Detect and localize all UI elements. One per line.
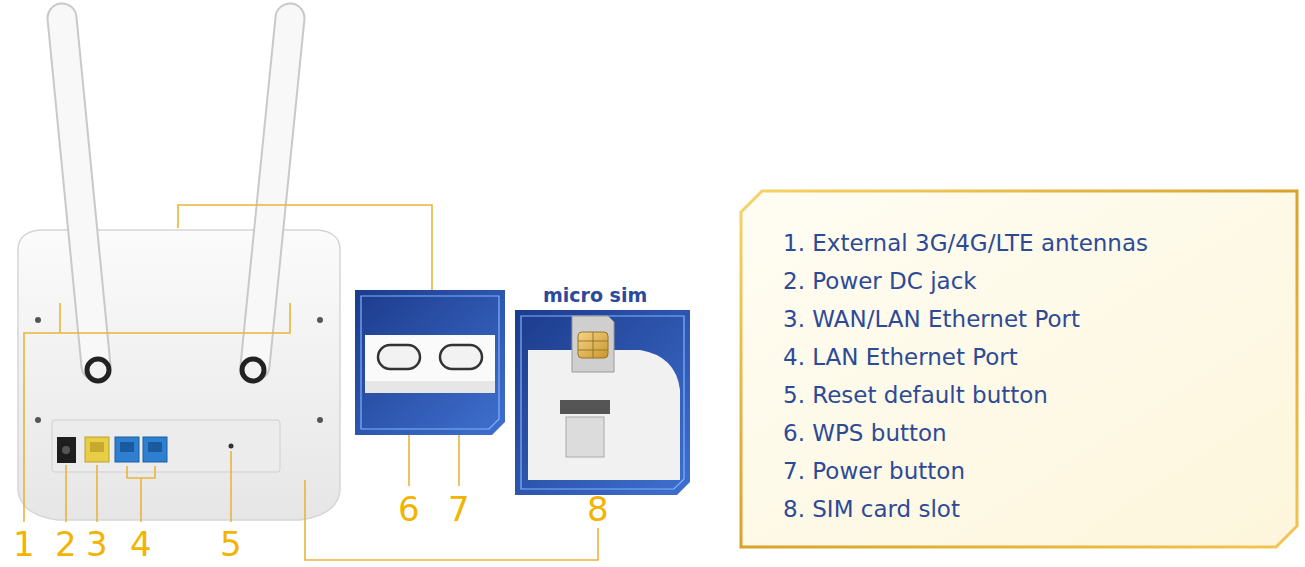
callout-number: 5 bbox=[220, 527, 242, 561]
sim-label: micro sim bbox=[543, 284, 647, 306]
legend-item: 7. Power button bbox=[783, 452, 1270, 490]
callout-number: 8 bbox=[587, 492, 609, 526]
legend-item: 3. WAN/LAN Ethernet Port bbox=[783, 300, 1270, 338]
callout-number: 6 bbox=[398, 492, 420, 526]
legend-panel: 1. External 3G/4G/LTE antennas2. Power D… bbox=[738, 188, 1300, 550]
callout-number: 3 bbox=[86, 527, 108, 561]
callout-number: 1 bbox=[13, 527, 35, 561]
legend-item: 4. LAN Ethernet Port bbox=[783, 338, 1270, 376]
legend-item: 1. External 3G/4G/LTE antennas bbox=[783, 224, 1270, 262]
legend-item: 6. WPS button bbox=[783, 414, 1270, 452]
legend-item: 5. Reset default button bbox=[783, 376, 1270, 414]
legend-item: 2. Power DC jack bbox=[783, 262, 1270, 300]
callout-number: 7 bbox=[448, 492, 470, 526]
callout-number: 2 bbox=[55, 527, 77, 561]
legend-item: 8. SIM card slot bbox=[783, 490, 1270, 528]
callout-number: 4 bbox=[130, 527, 152, 561]
